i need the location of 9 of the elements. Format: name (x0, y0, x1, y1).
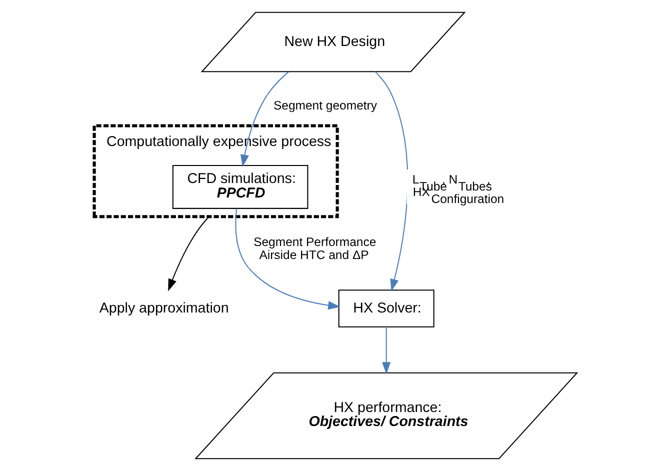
edge-label: Segment Performance Airside HTC and ΔP (254, 234, 376, 262)
arrow (168, 216, 210, 292)
arrow (382, 326, 391, 374)
edge-label: Segment geometry (273, 98, 377, 112)
node-text: Apply approximation (99, 300, 229, 316)
node-box: HX Solver: (338, 290, 434, 328)
arrow (374, 71, 408, 292)
arrow (235, 208, 340, 310)
node-box: CFD simulations: PPCFD (172, 165, 308, 209)
